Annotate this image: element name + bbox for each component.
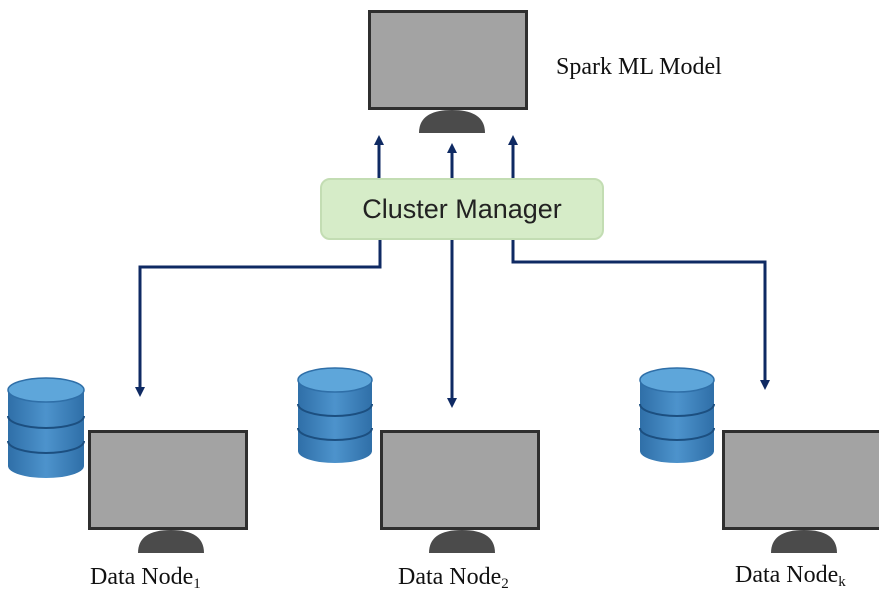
data-node-k <box>639 367 879 553</box>
monitor-stand <box>419 110 485 133</box>
node-subscript: 2 <box>501 576 509 592</box>
data-node-2 <box>297 367 540 553</box>
node-subscript: 1 <box>193 576 201 592</box>
database-icon <box>7 377 85 478</box>
node-label-text: Data Node <box>398 564 502 590</box>
node-subscript: k <box>838 574 846 590</box>
data-node-1 <box>7 377 248 553</box>
arrow-to-node-k <box>511 240 770 390</box>
monitor-icon <box>722 430 879 553</box>
monitor-screen <box>371 13 525 107</box>
node-label-text: Data Node <box>735 562 839 588</box>
upward-arrows <box>374 135 518 178</box>
database-icon <box>639 367 715 463</box>
spark-ml-model-label: Spark ML Model <box>556 54 722 80</box>
spark-ml-model-monitor <box>368 10 528 133</box>
node-label-text: Data Node <box>90 564 194 590</box>
monitor-icon <box>88 430 248 553</box>
cluster-manager-box: Cluster Manager <box>320 178 604 240</box>
monitor-icon <box>380 430 540 553</box>
data-node-k-label: Data Nodek <box>735 562 846 590</box>
downward-arrows <box>135 240 770 408</box>
data-node-2-label: Data Node2 <box>398 564 509 592</box>
database-icon <box>297 367 373 463</box>
data-node-1-label: Data Node1 <box>90 564 201 592</box>
arrow-to-node-1 <box>135 240 382 397</box>
cluster-manager-label: Cluster Manager <box>362 193 562 224</box>
